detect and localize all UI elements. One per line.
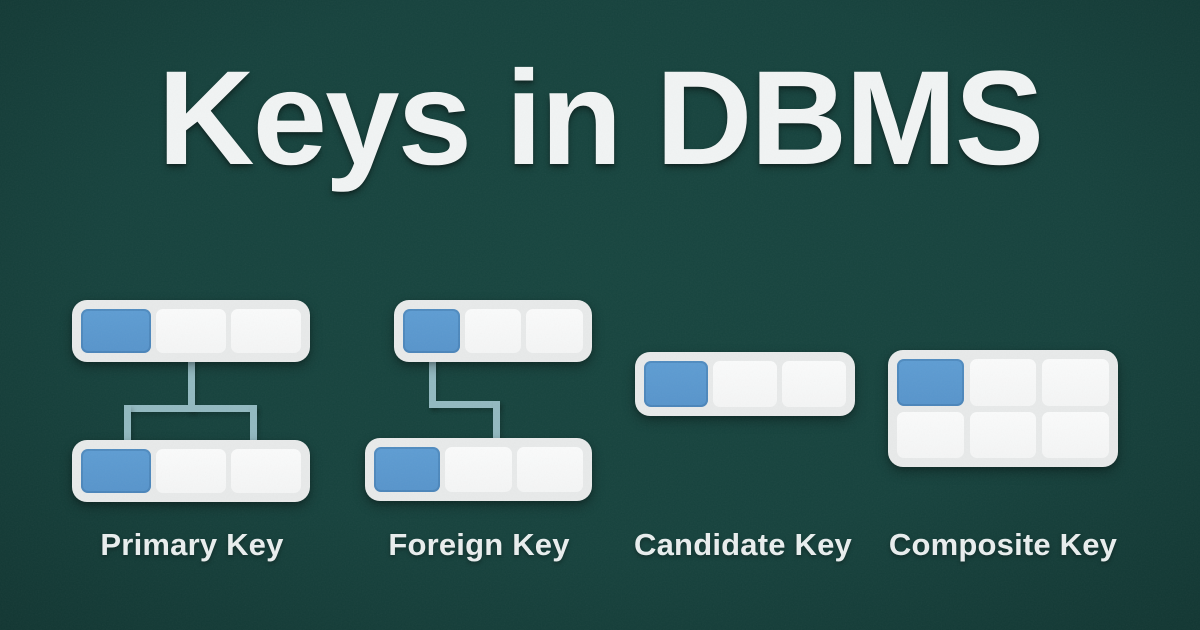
data-cell bbox=[231, 449, 301, 493]
data-cell bbox=[445, 447, 512, 492]
table-row bbox=[365, 438, 592, 501]
key-cell bbox=[81, 309, 151, 353]
key-cell bbox=[374, 447, 441, 492]
table-grid bbox=[888, 350, 1118, 467]
connector-leg-left bbox=[124, 405, 131, 443]
data-cell bbox=[516, 447, 583, 492]
data-cell bbox=[1042, 359, 1109, 406]
data-cell bbox=[713, 361, 777, 407]
diagram-label: Composite Key bbox=[888, 527, 1118, 562]
data-cell bbox=[782, 361, 846, 407]
data-cell bbox=[897, 411, 964, 458]
data-cell bbox=[1042, 411, 1109, 458]
table-row bbox=[394, 300, 592, 362]
table-row bbox=[72, 440, 310, 502]
key-cell bbox=[897, 359, 964, 406]
key-cell bbox=[644, 361, 708, 407]
diagram-label: Candidate Key bbox=[634, 527, 852, 562]
data-cell bbox=[969, 411, 1037, 458]
connector-leg bbox=[493, 401, 500, 442]
key-cell bbox=[81, 449, 151, 493]
connector-bar bbox=[124, 405, 257, 412]
data-cell bbox=[969, 359, 1037, 406]
key-cell bbox=[403, 309, 460, 353]
table-row bbox=[635, 352, 855, 416]
data-cell bbox=[156, 309, 226, 353]
connector-bar bbox=[429, 401, 500, 408]
data-cell bbox=[231, 309, 301, 353]
diagram-label: Foreign Key bbox=[388, 527, 570, 562]
connector-stem bbox=[188, 358, 195, 412]
diagram-label: Primary Key bbox=[100, 527, 284, 562]
data-cell bbox=[156, 449, 226, 493]
data-cell bbox=[526, 309, 584, 353]
table-row bbox=[72, 300, 310, 362]
connector-leg-right bbox=[250, 405, 257, 443]
page-title: Keys in DBMS bbox=[157, 44, 1044, 193]
data-cell bbox=[464, 309, 522, 353]
